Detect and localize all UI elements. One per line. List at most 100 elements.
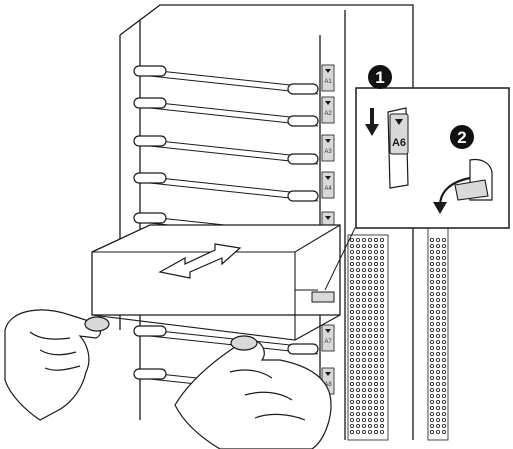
push-down-arrow [365, 108, 379, 136]
vent-hole [349, 273, 354, 278]
vent-hole [349, 357, 354, 362]
vent-hole [367, 261, 372, 266]
vent-hole [435, 303, 440, 308]
vent-hole [361, 429, 366, 434]
vent-hole [435, 297, 440, 302]
vent-hole [429, 285, 434, 290]
vent-hole [435, 333, 440, 338]
vent-hole [355, 309, 360, 314]
vent-hole [373, 279, 378, 284]
vent-hole [361, 327, 366, 332]
slot-arrow-icon [325, 69, 331, 73]
vent-hole [367, 411, 372, 416]
vent-hole [435, 309, 440, 314]
slot-label: A8 [324, 382, 332, 388]
module-handle-left [133, 212, 167, 224]
vent-hole [429, 249, 434, 254]
vent-hole [379, 237, 384, 242]
vent-hole [441, 417, 446, 422]
vent-hole [355, 249, 360, 254]
slot-tab [321, 96, 335, 124]
vent-hole [373, 237, 378, 242]
vent-hole [361, 399, 366, 404]
vent-hole [361, 285, 366, 290]
step-2-number: 2 [457, 128, 466, 147]
controller-module [91, 224, 341, 341]
vent-hole [379, 417, 384, 422]
vent-hole [379, 321, 384, 326]
vent-hole [429, 369, 434, 374]
vent-hole [361, 297, 366, 302]
vent-hole [349, 237, 354, 242]
vent-hole [373, 375, 378, 380]
vent-hole [349, 363, 354, 368]
vent-hole [355, 339, 360, 344]
vent-hole [429, 279, 434, 284]
vent-hole [367, 375, 372, 380]
vent-hole [355, 375, 360, 380]
vent-hole [373, 417, 378, 422]
vent-hole [349, 333, 354, 338]
vent-hole [429, 315, 434, 320]
vent-hole [379, 375, 384, 380]
vent-hole [367, 345, 372, 350]
vent-hole [441, 273, 446, 278]
vent-hole [435, 243, 440, 248]
vent-hole [429, 339, 434, 344]
vent-hole [441, 411, 446, 416]
slot-tab [321, 64, 335, 92]
vent-hole [367, 369, 372, 374]
vent-hole [429, 255, 434, 260]
module-handle-left [133, 368, 167, 380]
vent-hole [429, 393, 434, 398]
slot-arrow-icon [325, 101, 331, 105]
vent-hole [373, 429, 378, 434]
vent-hole [429, 351, 434, 356]
vent-hole [441, 315, 446, 320]
vent-hole [367, 387, 372, 392]
vent-hole [379, 285, 384, 290]
vent-hole [361, 333, 366, 338]
vent-hole [429, 405, 434, 410]
vent-hole [441, 363, 446, 368]
vent-hole [441, 261, 446, 266]
vent-hole [435, 351, 440, 356]
vent-hole [361, 375, 366, 380]
vent-hole [361, 261, 366, 266]
vent-hole [429, 381, 434, 386]
vent-hole [429, 423, 434, 428]
vent-hole [379, 393, 384, 398]
vent-hole [435, 291, 440, 296]
vent-hole [429, 243, 434, 248]
slot-tab [321, 171, 335, 199]
vent-hole [373, 261, 378, 266]
vent-hole [349, 243, 354, 248]
vent-hole [435, 417, 440, 422]
vent-hole [379, 405, 384, 410]
vent-hole [349, 309, 354, 314]
slot-label: A1 [324, 79, 332, 85]
vent-hole [349, 279, 354, 284]
vent-hole [379, 339, 384, 344]
vent-hole [441, 357, 446, 362]
module-handle-left [133, 172, 167, 184]
vent-hole [373, 285, 378, 290]
vent-hole [361, 249, 366, 254]
vent-hole [349, 255, 354, 260]
vent-hole [361, 369, 366, 374]
vent-hole [355, 357, 360, 362]
vent-hole [367, 381, 372, 386]
vent-hole [441, 375, 446, 380]
vent-hole [373, 387, 378, 392]
vent-hole [441, 237, 446, 242]
vent-hole [435, 237, 440, 242]
vent-hole [361, 237, 366, 242]
vent-hole [441, 291, 446, 296]
vent-hole [379, 387, 384, 392]
vent-hole [367, 297, 372, 302]
slot-label: A2 [324, 111, 332, 117]
vent-hole [373, 411, 378, 416]
vent-hole [373, 381, 378, 386]
vent-hole [373, 243, 378, 248]
vent-hole [355, 399, 360, 404]
